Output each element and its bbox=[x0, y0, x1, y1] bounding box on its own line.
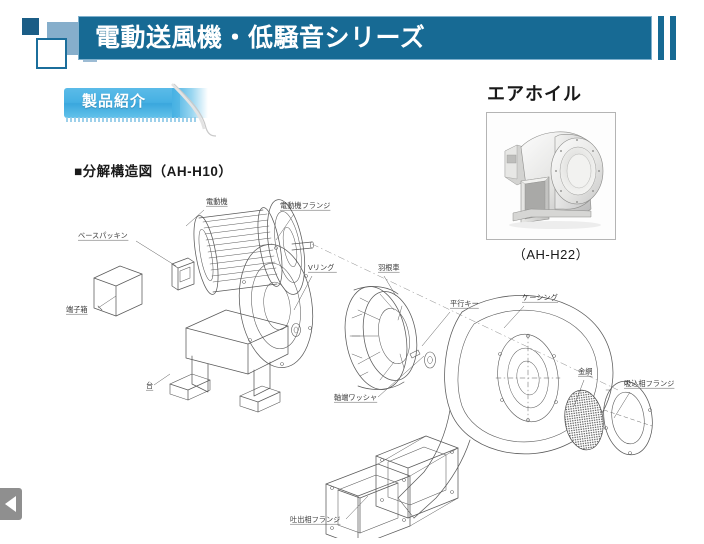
diagram-label-text: 吸込相フランジ bbox=[624, 379, 674, 388]
diagram-leader-line bbox=[135, 240, 177, 267]
diagram-leader-line bbox=[573, 379, 585, 407]
diagram-label-suction-flange: 吸込相フランジ bbox=[613, 379, 675, 419]
exploded-assembly-diagram: 電動機ベースパッキン端子箱 電動機フランジ Vリング 羽根車平行キー ケーシング軸端ワッ… bbox=[58, 178, 678, 538]
chevron-left-icon bbox=[5, 496, 16, 512]
section-heading: ■分解構造図（AH-H10） bbox=[74, 164, 233, 179]
tab-swoosh-decoration bbox=[171, 83, 217, 137]
diagram-label-wire-mesh: 金網 bbox=[573, 367, 593, 407]
diagram-leader-line bbox=[383, 275, 397, 297]
diagram-leader-line bbox=[613, 391, 631, 419]
diagram-label-text: 電動機フランジ bbox=[280, 201, 330, 210]
tab-label: 製品紹介 bbox=[82, 93, 147, 110]
diagram-leader-line bbox=[185, 209, 205, 227]
diagram-label-text: 吐出相フランジ bbox=[290, 515, 340, 524]
diagram-leader-line bbox=[153, 373, 171, 386]
deco-square-outline bbox=[36, 38, 67, 69]
diagram-label-text: 羽根車 bbox=[378, 263, 400, 272]
diagram-leader-line bbox=[275, 213, 295, 241]
diagram-label-text: ケーシング bbox=[522, 293, 558, 302]
diagram-leader-line bbox=[503, 305, 525, 329]
photo-caption: （AH-H22） bbox=[512, 247, 590, 262]
tab-dotted-underline bbox=[66, 117, 196, 122]
diagram-label-text: 平行キー bbox=[450, 299, 479, 308]
diagram-leader-line bbox=[421, 311, 451, 347]
diagram-label-shaft-end-washer: 軸端ワッシャ bbox=[334, 355, 425, 403]
diagram-label-text: Vリング bbox=[308, 263, 334, 272]
diagram-label-text: 金網 bbox=[578, 367, 592, 376]
prev-slide-button[interactable] bbox=[0, 488, 22, 520]
diagram-label-discharge-flange: 吐出相フランジ bbox=[290, 495, 369, 525]
diagram-label-text: 電動機 bbox=[206, 197, 228, 206]
product-photo bbox=[486, 112, 616, 240]
diagram-leader-line bbox=[377, 355, 425, 398]
diagram-label-parallel-key: 平行キー bbox=[421, 299, 479, 347]
header-bar: 電動送風機・低騒音シリーズ bbox=[78, 16, 652, 60]
header-stripe-2 bbox=[670, 16, 676, 60]
diagram-leader-line bbox=[345, 495, 369, 520]
diagram-label-base-packing: ベースパッキン bbox=[78, 231, 177, 267]
diagram-label-text: 端子箱 bbox=[66, 305, 88, 314]
diagram-label-motor-flange: 電動機フランジ bbox=[275, 201, 331, 241]
diagram-label-text: ベースパッキン bbox=[78, 231, 128, 240]
deco-square-dark bbox=[22, 18, 39, 35]
diagram-label-text: 軸端ワッシャ bbox=[334, 393, 377, 402]
diagram-label-v-ring: Vリング bbox=[293, 263, 337, 311]
diagram-label-motor: 電動機 bbox=[185, 197, 228, 227]
diagram-label-casing: ケーシング bbox=[503, 293, 558, 329]
diagram-label-stand: 台 bbox=[146, 373, 171, 391]
diagram-leader-line bbox=[293, 275, 313, 311]
tab-background bbox=[64, 88, 180, 118]
header-stripe-1 bbox=[658, 16, 664, 60]
photo-title: エアホイル bbox=[487, 84, 582, 104]
page-title: 電動送風機・低騒音シリーズ bbox=[95, 23, 426, 52]
diagram-leader-line bbox=[97, 295, 117, 309]
diagram-label-terminal-box: 端子箱 bbox=[66, 295, 117, 315]
diagram-label-impeller: 羽根車 bbox=[378, 263, 400, 297]
product-intro-tab: 製品紹介 bbox=[60, 83, 240, 137]
diagram-label-text: 台 bbox=[146, 381, 153, 390]
